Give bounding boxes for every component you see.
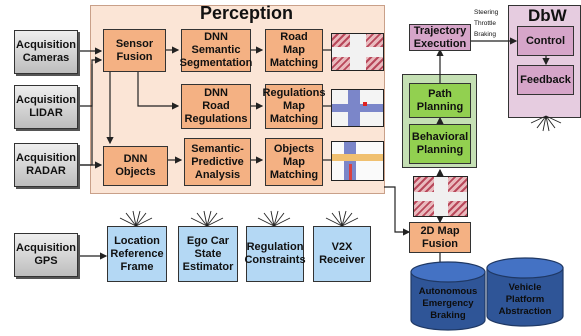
road-map-thumbnail — [331, 33, 384, 71]
dnn-road-regulations-box: DNN Road Regulations — [181, 84, 251, 129]
v2x-receiver-box: V2X Receiver — [313, 226, 371, 282]
feedback-box: Feedback — [517, 65, 574, 95]
steering-label: Steering — [474, 9, 499, 16]
acquisition-lidar-box: Acquisition LIDAR — [14, 85, 78, 129]
dbw-title: DbW — [528, 6, 567, 25]
vehicle-platform-abstraction-db: Vehicle Platform Abstraction — [498, 282, 552, 317]
trajectory-execution-box: Trajectory Execution — [409, 24, 471, 51]
control-box: Control — [517, 26, 574, 56]
regulations-map-thumbnail — [331, 89, 384, 127]
2d-map-fusion-box: 2D Map Fusion — [409, 222, 471, 253]
path-planning-box: Path Planning — [409, 83, 471, 118]
behavioral-planning-box: Behavioral Planning — [409, 124, 471, 164]
semantic-predictive-analysis-box: Semantic- Predictive Analysis — [184, 138, 251, 186]
dnn-objects-box: DNN Objects — [103, 146, 168, 186]
location-reference-frame-box: Location Reference Frame — [107, 226, 167, 282]
throttle-label: Throttle — [474, 20, 497, 27]
regulation-constraints-box: Regulation Constraints — [244, 226, 306, 282]
objects-map-matching-box: Objects Map Matching — [265, 138, 323, 186]
road-map-matching-box: Road Map Matching — [265, 29, 323, 72]
perception-title: Perception — [200, 3, 294, 23]
regulations-map-matching-box: Regulations Map Matching — [263, 84, 325, 129]
braking-label: Braking — [474, 31, 497, 38]
ego-car-state-estimator-box: Ego Car State Estimator — [178, 226, 238, 282]
map-fusion-thumbnail — [413, 176, 468, 217]
acquisition-gps-box: Acquisition GPS — [14, 233, 78, 277]
dnn-semantic-segmentation-box: DNN Semantic Segmentation — [180, 29, 252, 72]
acquisition-radar-box: Acquisition RADAR — [14, 143, 78, 187]
autonomous-emergency-braking-db: Autonomous Emergency Braking — [418, 286, 478, 321]
sensor-fusion-box: Sensor Fusion — [103, 29, 166, 72]
objects-map-thumbnail — [331, 141, 384, 181]
acquisition-cameras-box: Acquisition Cameras — [14, 30, 78, 74]
antenna-bursts — [119, 115, 562, 227]
